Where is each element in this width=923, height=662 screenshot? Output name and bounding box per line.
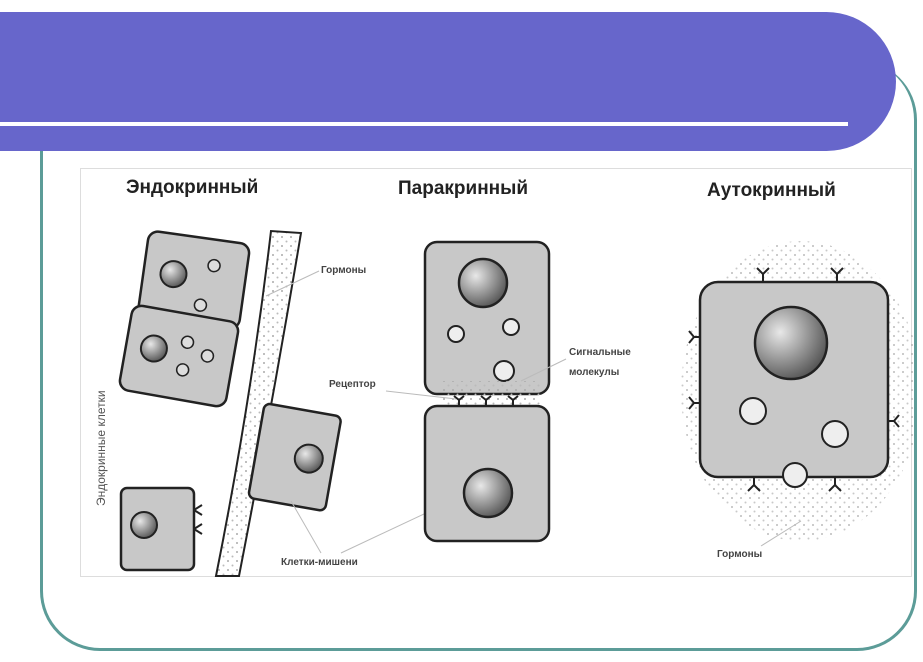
title-underline [0, 122, 848, 126]
signal-molecules [441, 381, 541, 406]
signaling-types-figure: Эндокринный Паракринный Аутокринный Эндо… [80, 168, 921, 577]
target-cell [119, 486, 203, 572]
endocrine-panel: Эндокринные клетки [94, 229, 442, 577]
paracrine-panel: Рецептор Сигнальные молекулы [329, 240, 631, 543]
receptor-icon [688, 267, 900, 492]
label-receptor: Рецептор [329, 379, 376, 390]
label-hormones-autocrine: Гормоны [717, 549, 762, 560]
endocrine-cell [118, 304, 240, 408]
title-banner [0, 12, 896, 151]
title-endocrine: Эндокринный [126, 177, 258, 198]
label-hormones-endocrine: Гормоны [321, 265, 366, 276]
blood-vessel [214, 229, 303, 577]
target-cell [247, 402, 342, 512]
title-autocrine: Аутокринный [707, 180, 836, 201]
label-target-cells: Клетки-мишени [281, 557, 358, 568]
receptor-icon [453, 395, 519, 406]
signaling-diagram: Эндокринный Паракринный Аутокринный Эндо… [94, 177, 921, 577]
autocrine-panel: Гормоны [681, 241, 921, 560]
endocrine-cell [137, 230, 251, 330]
label-signal-molecules-2: молекулы [569, 367, 619, 378]
label-signal-molecules-1: Сигнальные [569, 347, 631, 358]
title-paracrine: Паракринный [398, 178, 528, 199]
receptor-icon [193, 504, 203, 535]
label-endocrine-cells: Эндокринные клетки [94, 390, 108, 506]
slide-frame [40, 60, 917, 651]
